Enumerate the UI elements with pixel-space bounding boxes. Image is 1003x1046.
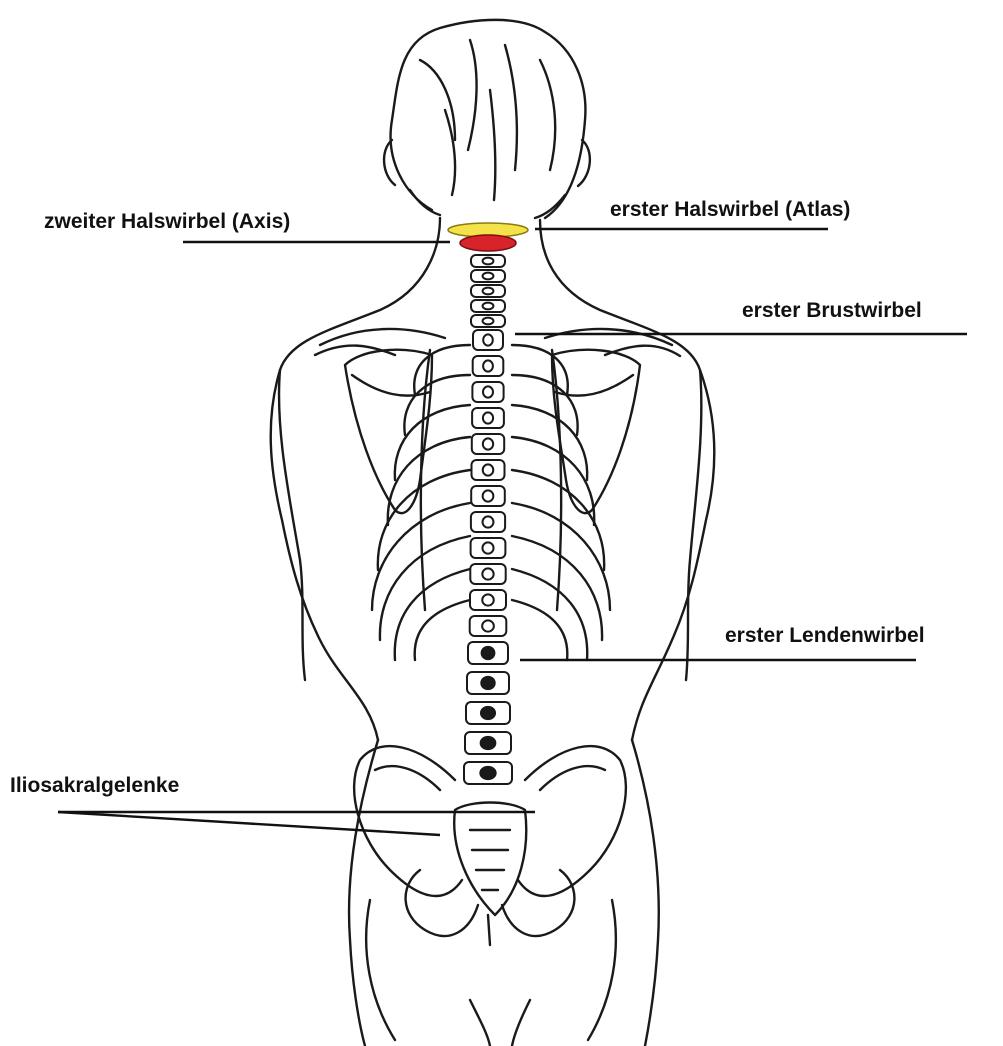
spinous-process	[480, 767, 495, 779]
spinous-process	[483, 490, 494, 501]
spinous-process	[482, 647, 495, 659]
spinous-process	[483, 516, 494, 527]
label-sacroiliac: Iliosakralgelenke	[10, 775, 179, 796]
sacrum	[454, 803, 526, 946]
spinous-process	[483, 318, 494, 325]
spinous-process	[481, 737, 496, 749]
spinous-process	[483, 464, 494, 475]
axis-vertebra	[460, 235, 516, 251]
spinous-process	[483, 360, 493, 371]
label-axis: zweiter Halswirbel (Axis)	[44, 211, 290, 232]
spinous-process	[482, 620, 494, 631]
spinous-process	[483, 438, 493, 449]
label-first-lumbar: erster Lendenwirbel	[725, 625, 925, 646]
spinous-process	[483, 288, 494, 295]
label-atlas: erster Halswirbel (Atlas)	[610, 199, 850, 220]
spinous-process	[483, 412, 493, 423]
pelvis	[354, 746, 626, 1040]
spinous-process	[483, 273, 494, 280]
spinous-process	[483, 334, 493, 345]
spinous-process	[482, 542, 493, 553]
spinous-process	[482, 568, 493, 579]
sacroiliac-leader-line-lower	[58, 812, 440, 835]
head	[384, 20, 590, 218]
spinous-process	[483, 386, 493, 397]
spinous-process	[482, 594, 494, 605]
label-first-thoracic: erster Brustwirbel	[742, 300, 922, 321]
vertebral-column	[464, 255, 512, 784]
spinous-process	[481, 677, 494, 689]
spinous-process	[483, 303, 494, 310]
spinous-process	[483, 258, 494, 265]
spinous-process	[481, 707, 495, 719]
